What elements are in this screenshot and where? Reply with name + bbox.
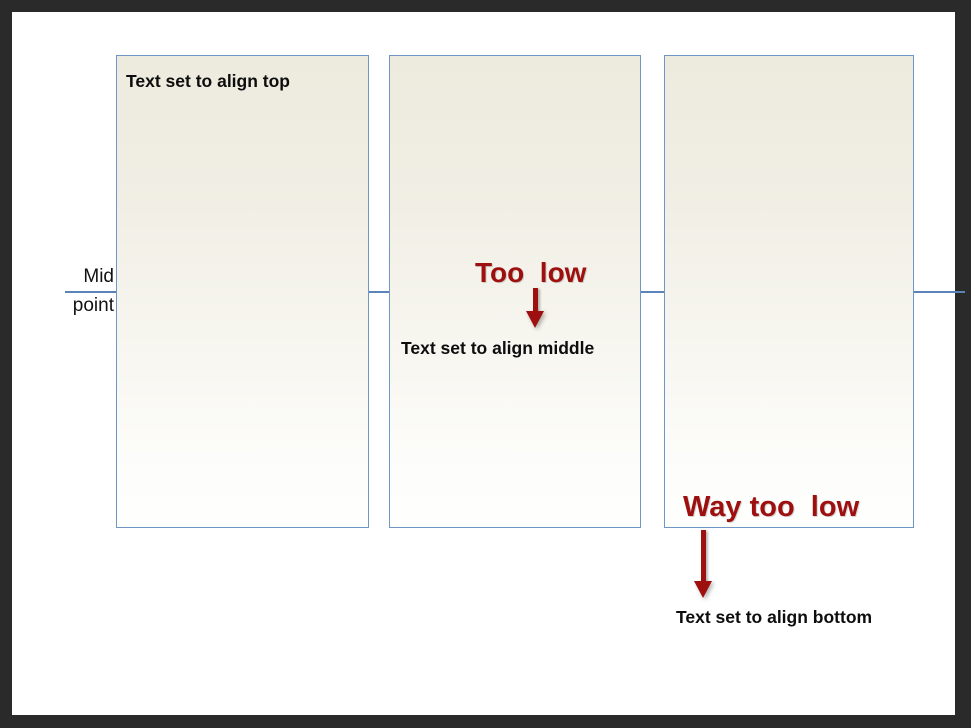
arrow-head — [526, 311, 544, 328]
slide-canvas: Mid point Text set to align top Text set… — [12, 12, 965, 715]
callout-too-low-label: Too low — [475, 257, 587, 288]
text-box-align-middle[interactable] — [389, 55, 641, 528]
arrow-head — [694, 581, 712, 598]
arrow-shaft — [701, 530, 706, 582]
text-box-align-bottom[interactable] — [664, 55, 914, 528]
midpoint-label: Mid point — [72, 266, 114, 316]
text-box-align-top[interactable] — [116, 55, 369, 528]
arrow-shaft — [533, 288, 538, 312]
arrow-down-icon-too-low — [526, 288, 544, 328]
text-box-align-middle-label: Text set to align middle — [401, 338, 595, 358]
text-box-align-top-label: Text set to align top — [126, 71, 290, 91]
callout-way-too-low-label: Way too low — [683, 491, 860, 523]
arrow-down-icon-way-too-low — [694, 530, 712, 600]
text-box-align-bottom-label: Text set to align bottom — [676, 607, 873, 627]
